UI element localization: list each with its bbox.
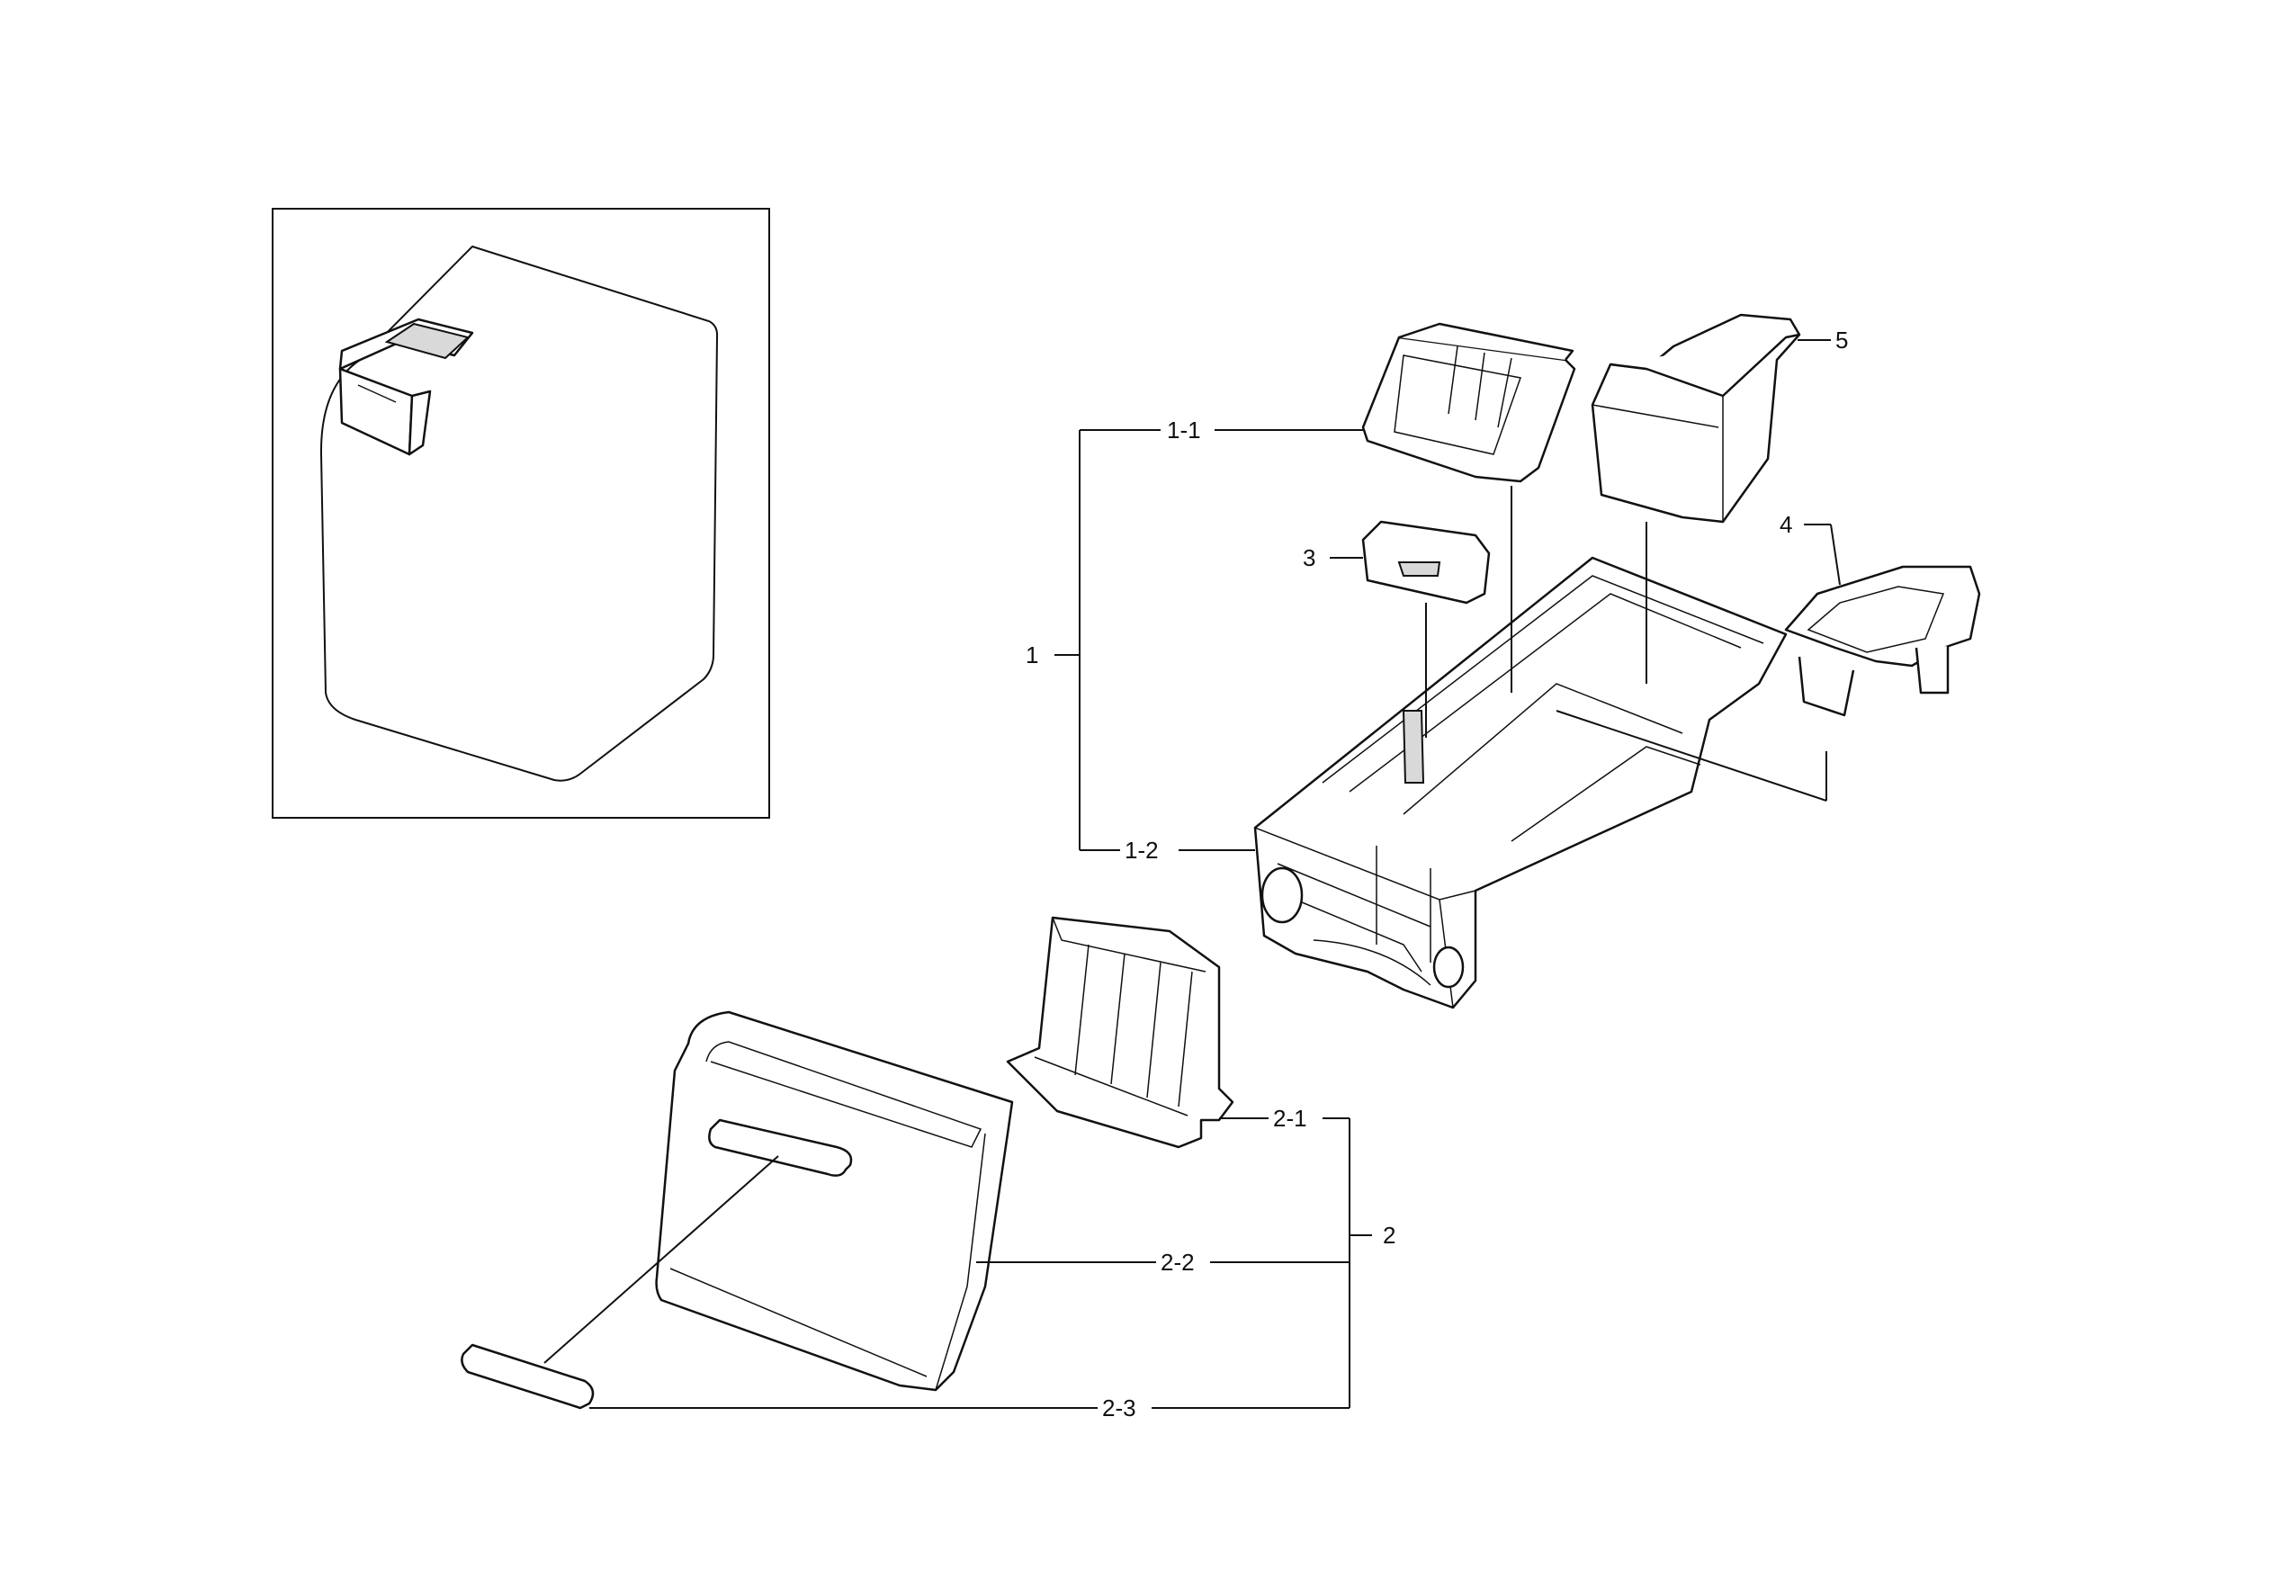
callout-4: 4 (1780, 511, 1792, 538)
part-2-2-front-panel (655, 1010, 1014, 1392)
callout-5: 5 (1835, 327, 1848, 354)
callout-3: 3 (1303, 544, 1315, 571)
callout-1-1: 1-1 (1167, 417, 1201, 444)
part-5-box (1591, 313, 1801, 524)
callout-1-2: 1-2 (1125, 837, 1159, 864)
part-1-2-housing (1253, 556, 1788, 1009)
part-2-3-handle-strip (461, 1343, 595, 1410)
callout-2-1: 2-1 (1273, 1105, 1307, 1132)
washer-overview-inset (272, 208, 770, 819)
callout-2-3: 2-3 (1102, 1394, 1136, 1421)
part-4-cup (1784, 565, 1981, 717)
callout-labels: 1 1-1 1-2 3 4 5 2 2-1 2-2 2-3 (1026, 327, 1848, 1421)
part-3-insert (1361, 520, 1491, 605)
leader-lines (543, 339, 1841, 1409)
inset-frame (272, 208, 770, 819)
part-2-1-frame (1006, 916, 1234, 1149)
washer-cabinet-outline (319, 245, 719, 782)
callout-1: 1 (1026, 641, 1038, 668)
part-1-1-tray (1361, 322, 1576, 483)
callout-2-2: 2-2 (1161, 1249, 1195, 1276)
callout-2: 2 (1383, 1222, 1395, 1249)
detergent-drawer-thumbnail (338, 318, 474, 456)
